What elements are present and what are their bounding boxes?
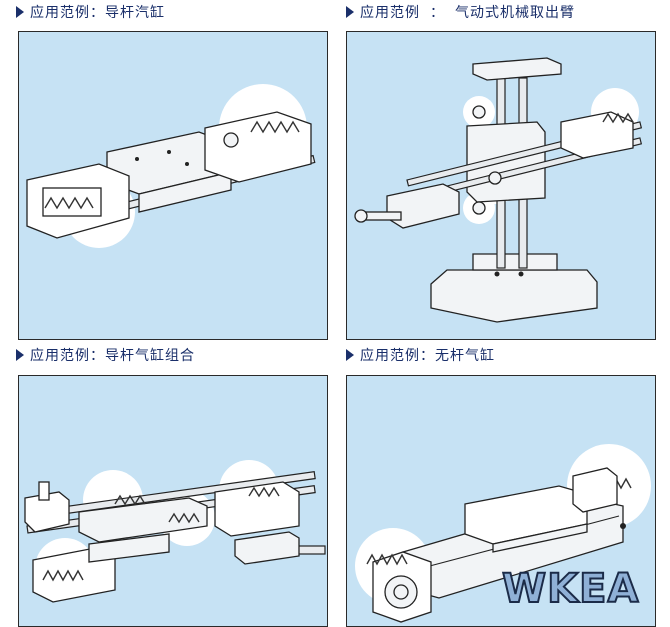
- caption-pneumatic-arm: 应用范例 ： 气动式机械取出臂: [346, 2, 575, 22]
- triangle-bullet-icon: [346, 349, 354, 361]
- caption-label: 应用范例: [360, 5, 420, 21]
- rodless-cylinder-illustration: [355, 444, 651, 623]
- guide-rod-cylinder-illustration: [26, 84, 316, 248]
- panel-guide-rod-cylinder: [18, 31, 328, 340]
- caption-rodless-cylinder: 应用范例： 无杆气缸: [346, 345, 495, 365]
- caption-separator: ：: [430, 5, 445, 21]
- caption-title: 无杆气缸: [435, 348, 495, 364]
- caption-title: 导杆气缸组合: [105, 348, 195, 364]
- caption-label: 应用范例：: [30, 348, 105, 364]
- caption-label: 应用范例：: [30, 5, 105, 21]
- pneumatic-arm-illustration: [354, 57, 643, 323]
- triangle-bullet-icon: [346, 6, 354, 18]
- panel-rodless-cylinder: [346, 375, 656, 627]
- triangle-bullet-icon: [16, 6, 24, 18]
- triangle-bullet-icon: [16, 349, 24, 361]
- guide-rod-combo-illustration: [24, 460, 326, 603]
- caption-guide-rod-combo: 应用范例： 导杆气缸组合: [16, 345, 195, 365]
- caption-title: 导杆汽缸: [105, 5, 165, 21]
- wkea-logo: WKEA: [501, 565, 640, 613]
- panel-guide-rod-combo: [18, 375, 328, 627]
- caption-label: 应用范例：: [360, 348, 435, 364]
- caption-title: 气动式机械取出臂: [455, 5, 575, 21]
- panel-pneumatic-arm: [346, 31, 656, 340]
- caption-guide-rod-cylinder: 应用范例： 导杆汽缸: [16, 2, 165, 22]
